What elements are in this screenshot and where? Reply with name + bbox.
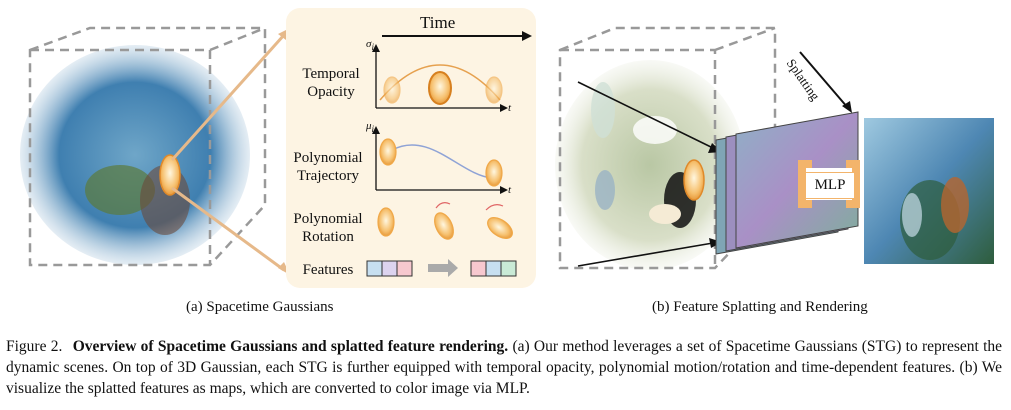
- figure: Time Temporal Opacity Polynomial Traject…: [0, 0, 1011, 330]
- mlp-label: MLP: [805, 172, 855, 199]
- axis-subscript: i: [372, 124, 375, 134]
- row-label-line2: Opacity: [307, 84, 354, 100]
- stg-detail-panel: [286, 8, 536, 288]
- subcaption-b: (b) Feature Splatting and Rendering: [652, 299, 868, 316]
- figure-caption: Figure 2. Overview of Spacetime Gaussian…: [6, 336, 1002, 399]
- polynomial-rotation-label: Polynomial Rotation: [288, 210, 368, 246]
- axis-subscript: i: [371, 42, 374, 52]
- figure-graphic: [0, 0, 1011, 330]
- scene-cube-a: [20, 28, 290, 275]
- row-label-line2: Rotation: [302, 229, 354, 245]
- mu-axis-label: μi: [366, 120, 374, 134]
- subcaption-a: (a) Spacetime Gaussians: [186, 299, 333, 316]
- temporal-opacity-label: Temporal Opacity: [294, 65, 368, 101]
- row-label-line1: Polynomial: [293, 150, 362, 166]
- feature-maps: [716, 52, 860, 254]
- row-label-line2: Trajectory: [297, 168, 359, 184]
- rendered-image: [864, 118, 994, 264]
- caption-title: Overview of Spacetime Gaussians and spla…: [73, 338, 508, 355]
- features-label: Features: [296, 261, 360, 279]
- sigma-axis-label: σi: [366, 38, 374, 52]
- t-axis-label-2: t: [508, 184, 511, 196]
- polynomial-trajectory-label: Polynomial Trajectory: [288, 149, 368, 185]
- time-label: Time: [420, 13, 455, 33]
- row-label-line1: Polynomial: [293, 211, 362, 227]
- t-axis-label-1: t: [508, 102, 511, 114]
- figure-number: Figure 2.: [6, 338, 62, 355]
- row-label-line1: Temporal: [302, 66, 359, 82]
